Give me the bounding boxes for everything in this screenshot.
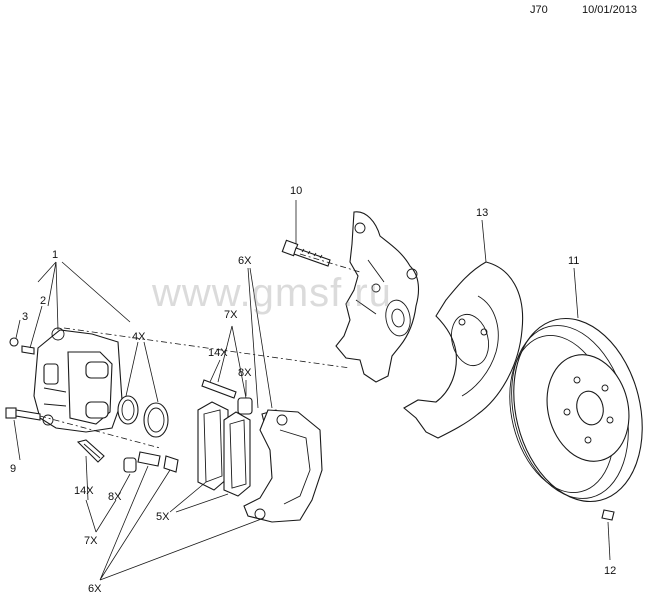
bolt-9 <box>5 407 41 421</box>
assembly-axes <box>39 253 361 449</box>
leader-lines <box>13 200 611 581</box>
callout-4x: 4X <box>132 331 146 343</box>
callout-11: 11 <box>568 255 579 267</box>
diagram-date: 10/01/2013 <box>582 4 638 16</box>
boot-left <box>123 457 137 473</box>
guide-pin-right <box>201 379 237 399</box>
callout-10: 10 <box>290 185 302 197</box>
diagram-code: J70 <box>530 4 548 16</box>
callout-14x-bottom: 14X <box>74 485 94 497</box>
callout-13: 13 <box>476 207 488 219</box>
callout-7x-bottom: 7X <box>84 535 98 547</box>
callout-3: 3 <box>22 311 28 323</box>
callout-7x-top: 7X <box>224 309 238 321</box>
screw-12 <box>601 509 615 521</box>
callout-labels: 1 2 3 4X 6X 7X 14X 8X 9 14X 8X 5X 7X 6X … <box>10 185 616 595</box>
callout-6x-bottom: 6X <box>88 583 102 595</box>
callout-1: 1 <box>52 249 58 261</box>
splash-shield <box>403 261 524 439</box>
watermark-text: www.gmsf.ru <box>151 271 392 315</box>
caliper-bracket <box>243 409 323 523</box>
callout-14x-top: 14X <box>208 347 228 359</box>
caliper-housing <box>33 327 123 433</box>
boot-right <box>237 397 253 415</box>
callout-2: 2 <box>40 295 46 307</box>
piston-seals <box>117 395 169 438</box>
bleeder-cap <box>9 337 19 347</box>
brake-rotor <box>509 317 643 503</box>
callout-6x-top: 6X <box>238 255 252 267</box>
brake-pads <box>197 401 251 497</box>
callout-8x-top: 8X <box>238 367 252 379</box>
guide-pin-left <box>76 439 105 463</box>
bleeder-valve <box>21 345 35 355</box>
bolt-10 <box>281 239 331 267</box>
callout-9: 9 <box>10 463 16 475</box>
steering-knuckle <box>335 211 420 383</box>
callout-12: 12 <box>604 565 616 577</box>
callout-8x-bottom: 8X <box>108 491 122 503</box>
callout-5x: 5X <box>156 511 170 523</box>
